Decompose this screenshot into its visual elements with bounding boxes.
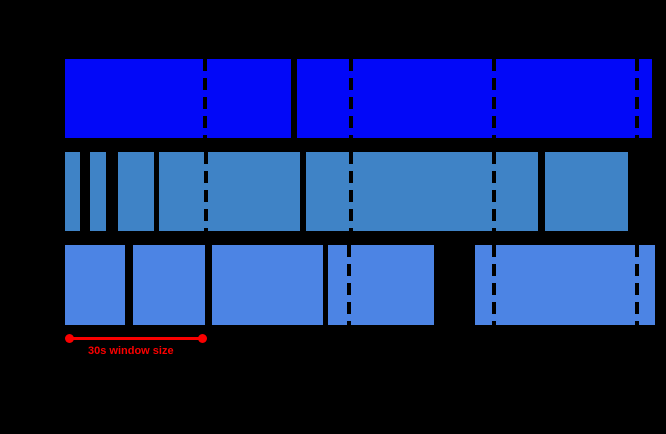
arrow-left-dot-icon [65,334,74,343]
window-size-arrow [65,334,207,343]
window-boundary-line [349,152,354,231]
bar-segment-row-2 [159,152,300,231]
bar-segment-row-3 [328,245,434,325]
bar-segment-row-3 [474,245,656,325]
bar-segment-row-3 [65,245,126,325]
window-boundary-line [492,152,497,231]
bar-segment-row-3 [211,245,323,325]
window-boundary-line [492,59,497,138]
window-boundary-line [349,59,354,138]
bar-segment-row-1 [297,59,652,138]
bar-segment-row-2 [89,152,106,231]
bar-segment-row-1 [65,59,291,138]
window-boundary-line [204,152,209,231]
bar-segment-row-2 [545,152,628,231]
window-boundary-line [635,245,640,325]
window-boundary-line [492,245,497,325]
arrow-right-dot-icon [198,334,207,343]
window-boundary-line [347,245,352,325]
bar-segment-row-2 [65,152,80,231]
bar-segment-row-2 [117,152,155,231]
bar-segment-row-3 [133,245,206,325]
window-size-label: 30s window size [88,345,174,357]
window-boundary-line [203,59,208,138]
bar-segment-row-2 [306,152,538,231]
window-boundary-line [635,59,640,138]
